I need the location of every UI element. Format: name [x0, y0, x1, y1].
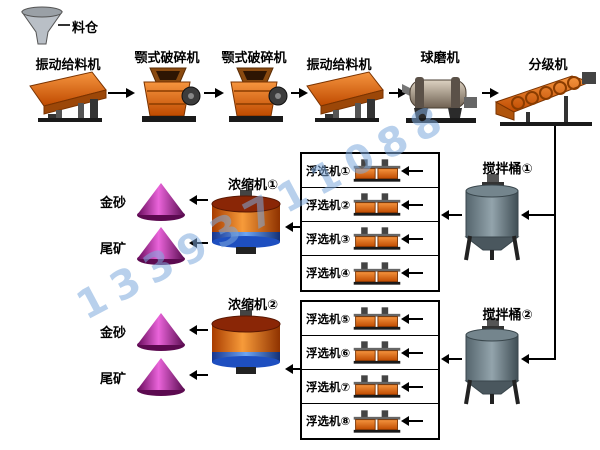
label-jaw-crusher-1: 颚式破碎机 — [134, 51, 200, 66]
flow-line-vertical — [554, 126, 556, 360]
flow-arrow — [189, 195, 208, 205]
flow-arrow — [441, 354, 462, 364]
silo-label: 料仓 — [72, 21, 99, 36]
label-ball-mill: 球磨机 — [420, 51, 460, 66]
label-agitation-tank-2: 搅拌桶② — [482, 308, 533, 323]
flow-arrow — [189, 325, 208, 335]
label-flotation-1: 浮选机① — [306, 163, 351, 178]
flow-arrow — [401, 233, 424, 244]
label-vibrating-feeder-2: 振动给料机 — [306, 58, 372, 73]
flow-arrow — [291, 88, 308, 98]
agitation-tank-1-icon — [463, 174, 521, 266]
flow-arrow — [285, 364, 300, 374]
label-flotation-4: 浮选机④ — [306, 266, 351, 280]
flow-arrow — [401, 165, 424, 176]
flotation-bank-2: 浮选机⑤ 浮选机⑥ 浮选机⑦ 浮选机⑧ — [300, 300, 440, 440]
vibrating-feeder-2-icon — [303, 70, 387, 126]
flow-arrow — [285, 222, 300, 232]
thickener-1-icon — [208, 190, 284, 260]
flow-arrow — [401, 313, 424, 324]
label-flotation-6: 浮选机⑥ — [306, 345, 351, 360]
flotation-row: 浮选机⑤ — [302, 302, 438, 336]
flotation-machine-icon — [353, 375, 401, 398]
flow-arrow — [189, 238, 208, 248]
label-thickener-2: 浓缩机② — [227, 298, 278, 313]
label-thickener-1: 浓缩机① — [227, 178, 278, 193]
flotation-row: 浮选机① — [302, 154, 438, 188]
label-gold-sand-1: 金砂 — [99, 196, 126, 211]
classifier-icon — [494, 70, 599, 130]
flow-arrow — [521, 354, 554, 364]
thickener-2-icon — [208, 310, 284, 380]
flow-arrow — [401, 268, 424, 278]
tailings-cone-2-icon — [134, 357, 188, 401]
flotation-row: 浮选机⑦ — [302, 370, 438, 404]
jaw-crusher-2-icon — [221, 64, 289, 130]
flotation-machine-icon — [353, 341, 401, 364]
label-vibrating-feeder-1: 振动给料机 — [35, 58, 101, 73]
flotation-row: 浮选机③ — [302, 222, 438, 256]
jaw-crusher-1-icon — [134, 64, 202, 130]
label-flotation-5: 浮选机⑤ — [306, 311, 351, 326]
flotation-machine-icon — [353, 193, 401, 216]
tailings-cone-1-icon — [134, 226, 188, 270]
flow-arrow — [521, 210, 554, 220]
flotation-row: 浮选机② — [302, 188, 438, 222]
flotation-machine-icon — [353, 261, 401, 285]
label-jaw-crusher-2: 颚式破碎机 — [221, 51, 287, 66]
label-flotation-7: 浮选机⑦ — [306, 379, 351, 394]
flotation-machine-icon — [353, 307, 401, 330]
flow-arrow — [401, 416, 424, 426]
flow-arrow — [204, 88, 224, 98]
vibrating-feeder-1-icon — [26, 70, 110, 126]
label-tailings-2: 尾矿 — [99, 372, 126, 387]
label-flotation-2: 浮选机② — [306, 197, 351, 212]
flow-arrow — [401, 199, 424, 210]
flow-arrow — [401, 347, 424, 358]
flow-arrow — [189, 370, 208, 380]
label-tailings-1: 尾矿 — [99, 242, 126, 257]
flow-arrow — [389, 88, 407, 98]
gold-sand-cone-1-icon — [134, 182, 188, 226]
flotation-machine-icon — [353, 227, 401, 250]
agitation-tank-2-icon — [463, 318, 521, 410]
flotation-row: 浮选机④ — [302, 256, 438, 290]
flotation-row: 浮选机⑥ — [302, 336, 438, 370]
flow-arrow — [441, 210, 462, 220]
label-agitation-tank-1: 搅拌桶① — [482, 162, 533, 177]
silo-icon — [18, 6, 66, 52]
silo-label-line — [58, 24, 70, 26]
gold-sand-cone-2-icon — [134, 312, 188, 356]
flotation-machine-icon — [353, 409, 401, 433]
flotation-bank-1: 浮选机① 浮选机② 浮选机③ 浮选机④ — [300, 152, 440, 292]
label-flotation-8: 浮选机⑧ — [306, 414, 351, 428]
flotation-machine-icon — [353, 159, 401, 182]
ball-mill-icon — [402, 66, 480, 128]
flow-arrow — [482, 88, 499, 98]
label-gold-sand-2: 金砂 — [99, 326, 126, 341]
flow-arrow — [108, 88, 135, 98]
label-flotation-3: 浮选机③ — [306, 231, 351, 246]
flotation-row: 浮选机⑧ — [302, 404, 438, 438]
flow-arrow — [401, 381, 424, 392]
label-classifier: 分级机 — [528, 58, 568, 73]
